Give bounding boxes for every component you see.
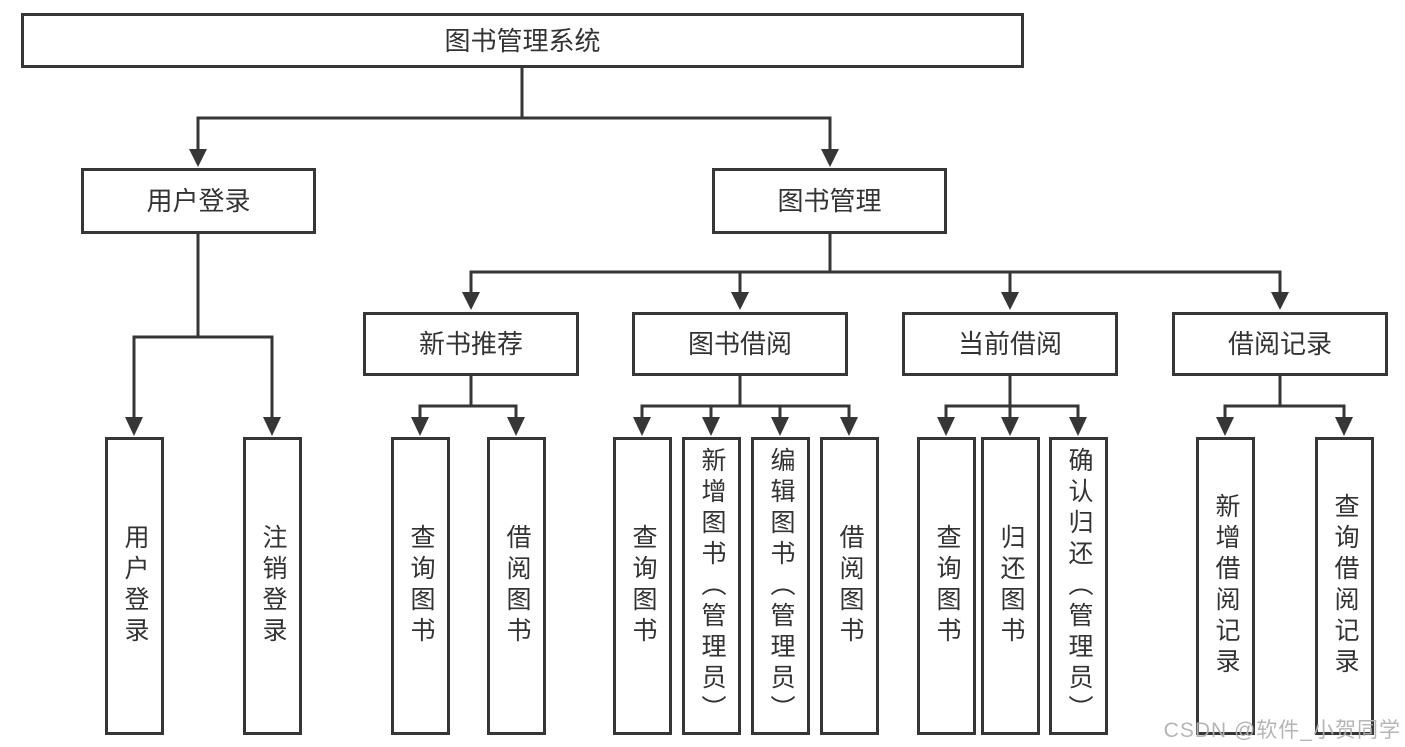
arrowhead-icons: [125, 149, 1353, 436]
leaf-edit-book-admin: 编辑图书（管理员）: [751, 437, 810, 735]
node-label: 图书借阅: [687, 329, 792, 359]
leaf-search-books-recommend: 查询图书: [391, 437, 450, 735]
leaf-add-book-admin: 新增图书（管理员）: [682, 437, 741, 735]
node-label: 注销登录: [259, 524, 287, 648]
leaf-search-books-current: 查询图书: [917, 437, 976, 735]
watermark: CSDN @软件_小贺同学: [1163, 719, 1401, 742]
node-label: 查询图书: [629, 524, 657, 648]
leaf-logout: 注销登录: [243, 437, 302, 735]
node-label: 归还图书: [997, 524, 1025, 648]
node-label: 用户登录: [121, 524, 149, 648]
node-book-management: 图书管理: [712, 168, 947, 234]
node-current-borrowing: 当前借阅: [902, 312, 1118, 376]
node-label: 查询图书: [407, 524, 435, 648]
node-label: 当前借阅: [957, 329, 1062, 359]
node-user-login: 用户登录: [81, 168, 316, 234]
node-label: 编辑图书（管理员）: [767, 446, 795, 726]
node-new-book-recommendation: 新书推荐: [363, 312, 579, 376]
leaf-borrow-books-recommend: 借阅图书: [487, 437, 546, 735]
node-label: 借阅记录: [1227, 329, 1332, 359]
node-label: 借阅图书: [503, 524, 531, 648]
leaf-add-borrow-record: 新增借阅记录: [1196, 437, 1255, 735]
node-label: 查询图书: [933, 524, 961, 648]
node-label: 借阅图书: [836, 524, 864, 648]
leaf-borrow-books-borrowing: 借阅图书: [820, 437, 879, 735]
node-label: 查询借阅记录: [1331, 493, 1359, 679]
node-borrowing-records: 借阅记录: [1172, 312, 1388, 376]
leaf-user-login: 用户登录: [105, 437, 164, 735]
leaf-search-books-borrowing: 查询图书: [613, 437, 672, 735]
node-book-borrowing: 图书借阅: [632, 312, 848, 376]
leaf-return-books: 归还图书: [981, 437, 1040, 735]
node-label: 图书管理系统: [444, 25, 601, 56]
node-label: 新增图书（管理员）: [698, 446, 726, 726]
node-label: 确认归还（管理员）: [1065, 446, 1093, 726]
leaf-search-borrow-record: 查询借阅记录: [1315, 437, 1374, 735]
leaf-confirm-return-admin: 确认归还（管理员）: [1049, 437, 1108, 735]
node-label: 新增借阅记录: [1212, 493, 1240, 679]
node-library-management-system: 图书管理系统: [21, 13, 1024, 68]
node-label: 图书管理: [777, 186, 882, 216]
node-label: 用户登录: [146, 186, 251, 216]
node-label: 新书推荐: [418, 329, 523, 359]
